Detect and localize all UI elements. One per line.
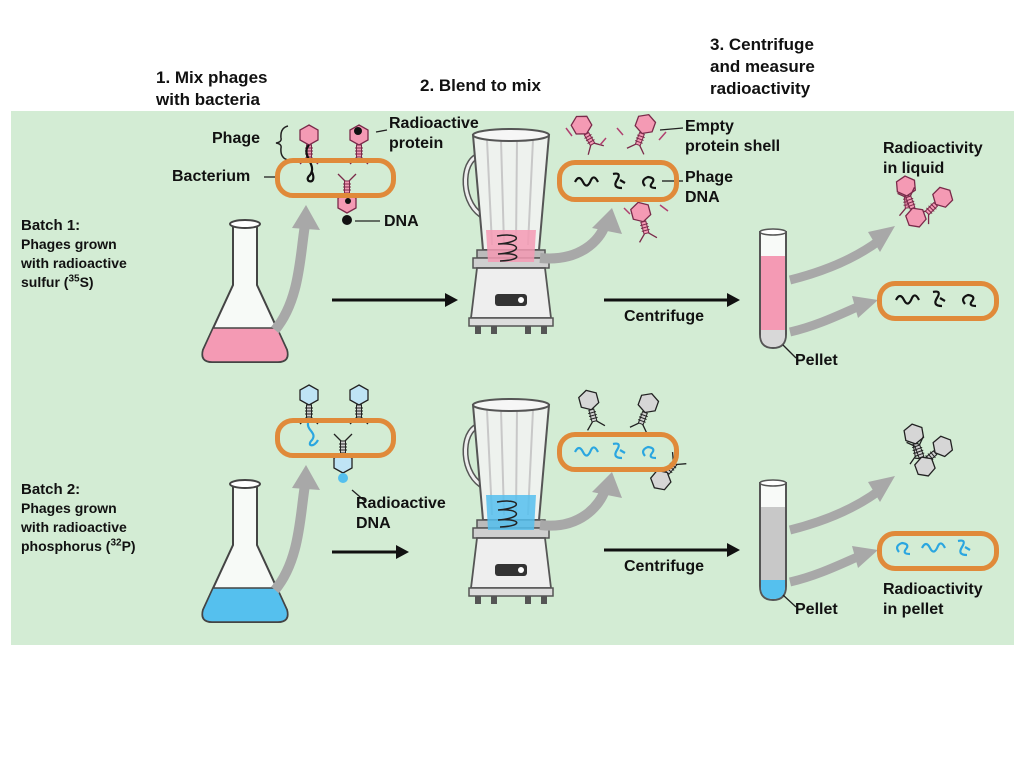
centrifuge-label-1: Centrifuge	[624, 308, 704, 325]
radioactivity-in-liquid-label: Radioactivity in liquid	[883, 140, 983, 177]
bacterium-cell-batch2	[275, 418, 396, 458]
batch-1-description: Batch 1: Phages grown with radioactive s…	[21, 216, 127, 292]
flask-batch1	[201, 219, 289, 363]
arrow-tube1-to-pellet	[788, 300, 864, 337]
radioactivity-in-pellet-label: Radioactivity in pellet	[883, 581, 983, 618]
empty-phages-in-liquid-batch2	[902, 421, 957, 480]
pellet-cell-batch1	[877, 281, 999, 321]
step-3-line-2: and measure	[710, 57, 815, 76]
pellet-cell-batch2	[877, 531, 999, 571]
flask-batch2	[201, 479, 289, 623]
batch-2-line-1: Phages grown	[21, 500, 117, 516]
arrow-flask-to-cell-2	[271, 484, 310, 594]
phage-dna-label: Phage DNA	[685, 169, 734, 206]
pellet-label-2: Pellet	[795, 601, 838, 618]
test-tube-batch2	[759, 479, 797, 608]
bacterium-cell-batch1	[275, 158, 396, 198]
empty-protein-shell-label: Empty protein shell	[685, 118, 781, 155]
arrow-tube2-to-liquid	[788, 486, 883, 535]
dna-in-pellet-cell-1	[895, 290, 977, 308]
batch-2-line-3: phosphorus (32P)	[21, 537, 136, 554]
step-1-label: 1. Mix phages with bacteria	[156, 67, 267, 111]
step-3-line-1: 3. Centrifuge	[710, 35, 814, 54]
step-1-line-1: 1. Mix phages	[156, 68, 268, 87]
empty-protein-shells	[565, 110, 684, 244]
batch-1-line-3: sulfur (35S)	[21, 273, 94, 290]
batch-2-description: Batch 2: Phages grown with radioactive p…	[21, 480, 136, 556]
phage-label: Phage	[212, 130, 261, 147]
radioactive-protein-label: Radioactive protein	[389, 115, 479, 152]
phage-dna-in-cell-2	[574, 442, 657, 460]
centrifuge-label-2: Centrifuge	[624, 558, 704, 575]
arrow-flask-to-cell-1	[271, 224, 310, 334]
test-tube-batch1	[759, 228, 797, 359]
arrow-blender-to-cell-2	[539, 488, 610, 531]
blender-batch2	[465, 399, 553, 604]
dna-in-pellet-cell-2	[895, 539, 971, 557]
dna-label: DNA	[384, 213, 419, 230]
arrow-blender-to-cell-1	[539, 223, 610, 264]
infected-cell-batch2	[557, 432, 679, 472]
step-3-line-3: radioactivity	[710, 79, 811, 98]
batch-1-line-2: with radioactive	[21, 255, 127, 271]
batch-2-title: Batch 2:	[21, 481, 81, 498]
batch-2-line-2: with radioactive	[21, 519, 127, 535]
blender-batch1	[465, 129, 553, 334]
step-3-label: 3. Centrifuge and measure radioactivity	[710, 34, 815, 100]
arrow-tube1-to-liquid	[788, 236, 883, 285]
phages-in-liquid	[895, 174, 957, 231]
step-1-line-2: with bacteria	[156, 90, 260, 109]
phage-dna-in-cell-1	[574, 172, 683, 190]
batch-1-line-1: Phages grown	[21, 236, 117, 252]
batch-1-title: Batch 1:	[21, 217, 81, 234]
isotope-mass-35: 35	[68, 273, 80, 285]
infected-cell-batch1	[557, 160, 679, 202]
step-2-label: 2. Blend to mix	[420, 76, 541, 95]
bacterium-label: Bacterium	[172, 168, 251, 185]
phages-on-bacterium-batch2	[299, 384, 369, 503]
isotope-mass-32: 32	[110, 537, 122, 549]
pellet-label-1: Pellet	[795, 352, 838, 369]
phages-on-bacterium-batch1	[264, 124, 388, 225]
radioactive-dna-label: Radioactive DNA	[356, 495, 446, 532]
arrow-tube2-to-pellet	[788, 550, 864, 587]
